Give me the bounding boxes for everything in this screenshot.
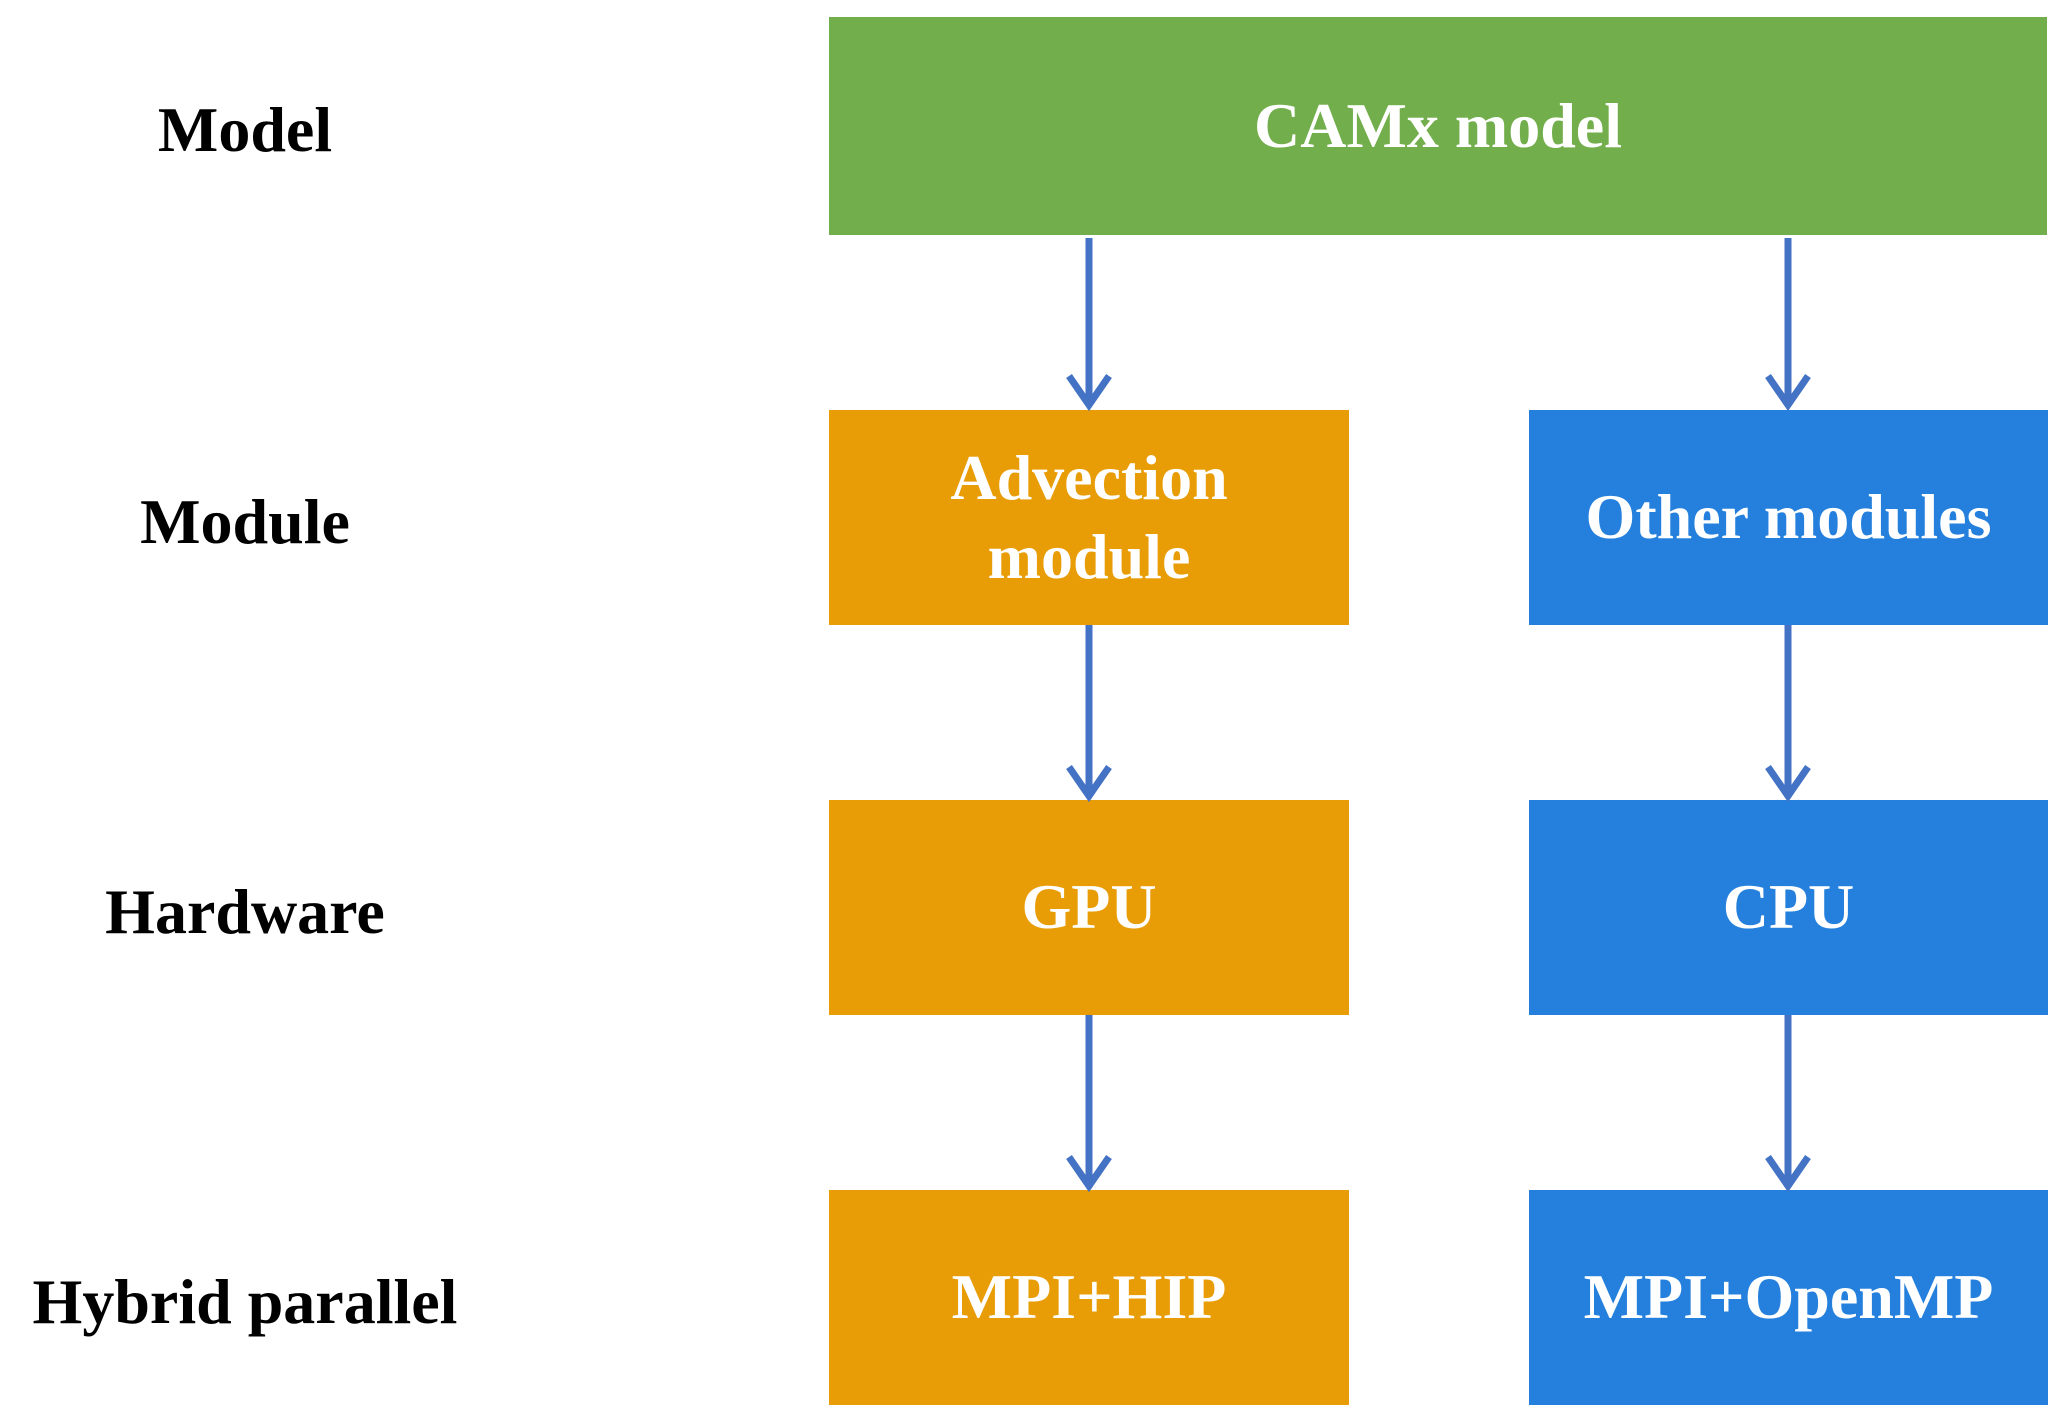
- other-modules-box: Other modules: [1529, 410, 2048, 625]
- advection-module-box: Advection module: [829, 410, 1349, 625]
- advection-module-label: Advection module: [950, 439, 1227, 595]
- mpi-hip-label: MPI+HIP: [951, 1261, 1227, 1333]
- advection-line-2: module: [987, 520, 1191, 592]
- cpu-label: CPU: [1722, 871, 1855, 943]
- row-label-hybrid-parallel: Hybrid parallel: [32, 1266, 458, 1337]
- arrow-camx-to-other: [1765, 238, 1811, 412]
- arrow-gpu-to-mpi-hip: [1066, 1015, 1112, 1193]
- mpi-openmp-box: MPI+OpenMP: [1529, 1190, 2048, 1405]
- arrow-other-to-cpu: [1765, 625, 1811, 803]
- camx-model-label: CAMx model: [1254, 89, 1622, 161]
- row-label-module: Module: [140, 486, 350, 557]
- advection-line-1: Advection: [950, 442, 1228, 514]
- gpu-label: GPU: [1021, 871, 1157, 943]
- row-label-model: Model: [157, 94, 333, 165]
- arrow-camx-to-advection: [1066, 238, 1112, 412]
- row-label-hardware: Hardware: [105, 876, 385, 947]
- other-modules-label: Other modules: [1585, 481, 1992, 553]
- gpu-box: GPU: [829, 800, 1349, 1015]
- camx-model-box: CAMx model: [829, 17, 2047, 235]
- cpu-box: CPU: [1529, 800, 2048, 1015]
- mpi-hip-box: MPI+HIP: [829, 1190, 1349, 1405]
- arrow-cpu-to-mpi-openmp: [1765, 1015, 1811, 1193]
- mpi-openmp-label: MPI+OpenMP: [1583, 1261, 1994, 1333]
- arrow-advection-to-gpu: [1066, 625, 1112, 803]
